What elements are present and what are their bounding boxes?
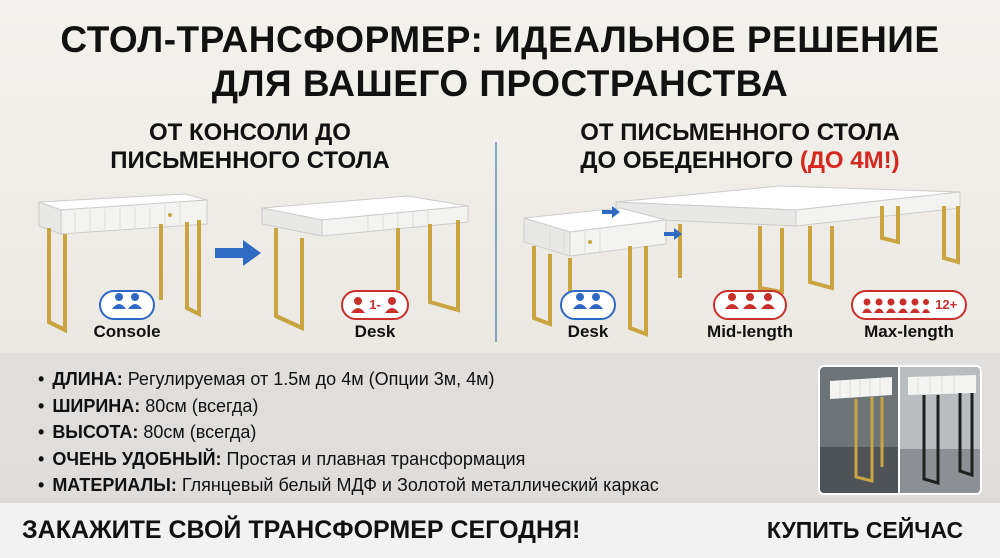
feature-list: •ДЛИНА: Регулируемая от 1.5м до 4м (Опци… <box>38 366 818 499</box>
extended-table-illustration <box>523 185 961 337</box>
two-people-icon <box>99 290 155 320</box>
headline-line-1: СТОЛ-ТРАНСФОРМЕР: ИДЕАЛЬНОЕ РЕШЕНИЕ <box>60 19 940 60</box>
right-desk-label: Desk <box>567 322 609 341</box>
feature-item: •ДЛИНА: Регулируемая от 1.5м до 4м (Опци… <box>38 369 495 389</box>
desk-label: Desk <box>354 322 396 341</box>
buy-now-button[interactable]: КУПИТЬ СЕЙЧАС <box>766 517 964 543</box>
feature-item: •ОЧЕНЬ УДОБНЫЙ: Простая и плавная трансф… <box>38 448 526 469</box>
left-title-line-2: ПИСЬМЕННОГО СТОЛА <box>110 147 390 174</box>
mid-length-mode: Mid-length <box>690 290 810 342</box>
transform-arrow-icon <box>215 240 261 266</box>
headline-line-2: ДЛЯ ВАШЕГО ПРОСТРАНСТВА <box>211 63 789 104</box>
left-title-line-1: ОТ КОНСОЛИ ДО <box>149 119 351 146</box>
right-section-title: ОТ ПИСЬМЕННОГО СТОЛА ДО ОБЕДЕННОГО (ДО 4… <box>520 119 960 175</box>
group-people-icon: 12+ <box>850 290 968 320</box>
right-desk-mode: Desk <box>543 290 633 342</box>
max-length-mode: 12+ Max-length <box>846 290 972 342</box>
right-title-line-2: ДО ОБЕДЕННОГО (ДО 4М!) <box>580 147 900 174</box>
two-people-icon <box>560 290 616 320</box>
section-divider <box>495 142 497 342</box>
console-label: Console <box>93 322 161 341</box>
right-title-line-1: ОТ ПИСЬМЕННОГО СТОЛА <box>580 119 900 146</box>
page-headline: СТОЛ-ТРАНСФОРМЕР: ИДЕАЛЬНОЕ РЕШЕНИЕ ДЛЯ … <box>0 18 1000 106</box>
cta-bar <box>0 503 1000 558</box>
product-photo <box>818 365 982 495</box>
mid-length-label: Mid-length <box>707 322 793 341</box>
max-length-label: Max-length <box>864 322 954 341</box>
console-table-illustration <box>38 193 208 334</box>
title-highlight: (ДО 4М!) <box>799 147 900 174</box>
feature-item: •ШИРИНА: 80см (всегда) <box>38 395 259 416</box>
feature-item: •МАТЕРИАЛЫ: Глянцевый белый МДФ и Золото… <box>38 475 659 495</box>
desk-table-illustration <box>261 195 469 332</box>
one-two-people-icon: 1- <box>340 290 410 320</box>
console-mode: Console <box>82 290 172 342</box>
feature-item: •ВЫСОТА: 80см (всегда) <box>38 422 257 442</box>
desk-mode: 1- Desk <box>330 290 420 342</box>
cta-headline: ЗАКАЖИТЕ СВОЙ ТРАНСФОРМЕР СЕГОДНЯ! <box>22 516 581 544</box>
left-section-title: ОТ КОНСОЛИ ДО ПИСЬМЕННОГО СТОЛА <box>60 119 440 175</box>
three-people-icon <box>713 290 787 320</box>
